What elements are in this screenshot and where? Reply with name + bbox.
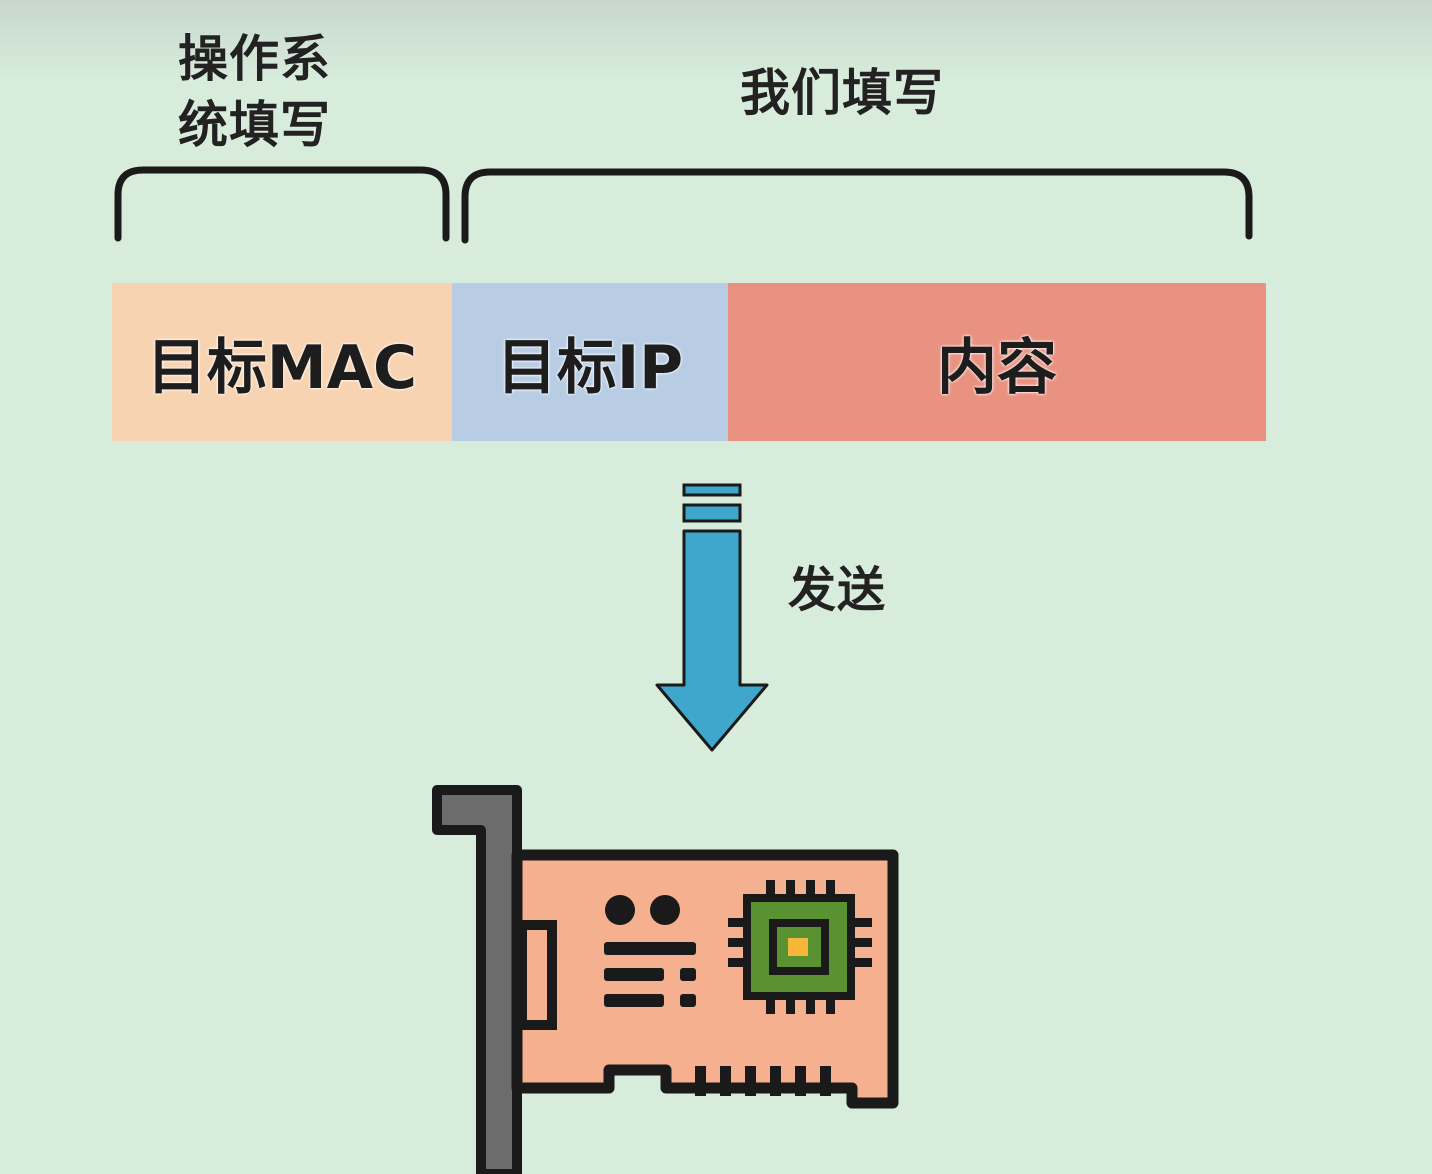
segment-target-mac: 目标MAC: [112, 283, 452, 441]
segment-content: 内容: [728, 283, 1266, 441]
packet-bar: 目标MAC 目标IP 内容: [112, 283, 1266, 441]
led-2: [650, 895, 680, 925]
segment-target-ip: 目标IP: [452, 283, 728, 441]
send-label: 发送: [788, 562, 887, 618]
we-fill-label: 我们填写: [740, 64, 944, 122]
os-bracket: [114, 166, 450, 242]
os-fill-label: 操作系统填写: [178, 30, 331, 154]
chip-outer: [743, 894, 855, 1000]
chip-pins: [728, 880, 872, 1014]
side-slot: [517, 920, 557, 1030]
chip-core: [788, 938, 808, 956]
down-arrow-icon: [655, 483, 769, 752]
connector-pins: [695, 1066, 831, 1096]
led-1: [605, 895, 635, 925]
brackets: [114, 166, 1253, 244]
we-bracket: [461, 168, 1253, 244]
card-bracket: [432, 785, 522, 1174]
trace-lines: [604, 942, 696, 1007]
top-shadow: [0, 0, 1432, 80]
